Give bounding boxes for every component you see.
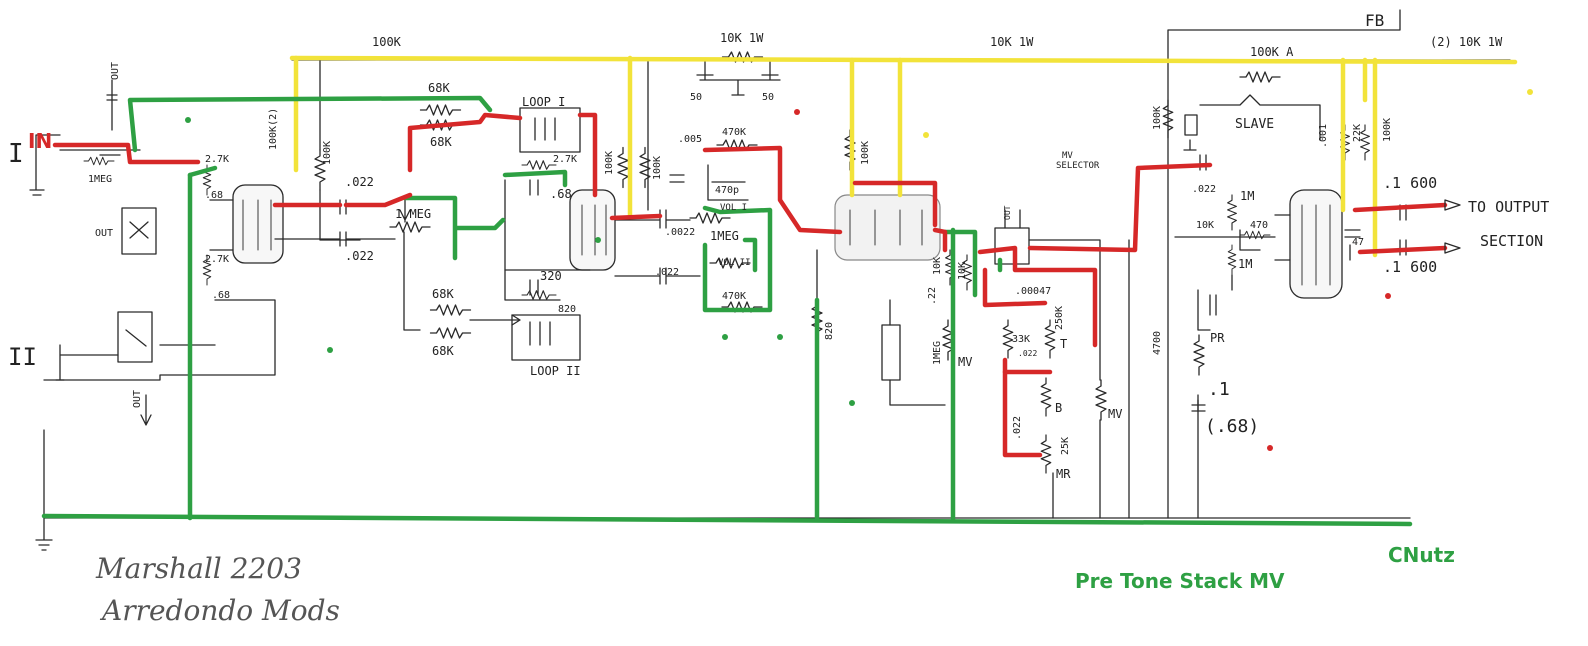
label-470p: 470p (715, 185, 739, 196)
label-0022: .0022 (665, 227, 695, 238)
label-1-600a: .1 600 (1383, 174, 1437, 192)
label-ch2: II (8, 343, 37, 371)
label-68k-b: 68K (430, 135, 452, 149)
label-100k-e: 100K (860, 141, 871, 165)
label-47: 47 (1352, 237, 1364, 248)
label-820: 820 (558, 304, 576, 315)
label-out-a: OUT (110, 62, 121, 80)
label-mv-selector-1: MV (1062, 151, 1073, 161)
label-005: .005 (678, 134, 702, 145)
label-mr: MR (1056, 467, 1071, 481)
label-pr: PR (1210, 331, 1225, 345)
label-ch1: I (8, 139, 24, 169)
label-1meg-b: 1MEG (710, 229, 739, 243)
label-022-f: .022 (1192, 184, 1216, 195)
label-out-c: OUT (132, 390, 143, 408)
label-out-b: OUT (95, 228, 113, 239)
label-2-7k-a: 2.7K (205, 154, 229, 165)
label-10k1w-b: 10K 1W (990, 35, 1034, 49)
label-68k-a: 68K (428, 81, 450, 95)
label-100k-f: 100K (1152, 106, 1163, 130)
label-slave: SLAVE (1235, 117, 1274, 132)
label-10k-a: 10K (932, 257, 943, 275)
label-vol2: VOL II (718, 258, 751, 268)
label-1-600b: .1 600 (1383, 258, 1437, 276)
label-mv-selector-2: SELECTOR (1056, 161, 1100, 171)
label-2-7k-b: 2.7K (205, 254, 229, 265)
label-1meg-pot: 1 MEG (395, 207, 431, 221)
label-100k2: 100K(2) (268, 108, 279, 150)
label-022-e: .022 (1012, 416, 1023, 440)
label-to-output-2: SECTION (1480, 232, 1543, 250)
tone-stack-label: Pre Tone Stack MV (1075, 569, 1285, 593)
label-820-b: 820 (824, 322, 835, 340)
label-10k1w-a: 10K 1W (720, 31, 764, 45)
label-68k-c: 68K (432, 287, 454, 301)
label-vol1: VOL I (720, 203, 747, 213)
label-to-output-1: TO OUTPUT (1468, 198, 1549, 216)
label-10k1w-c: (2) 10K 1W (1430, 35, 1503, 49)
label-loop1: LOOP I (522, 95, 565, 109)
label-250k: 250K (1054, 306, 1065, 330)
label-22: .22 (927, 287, 938, 305)
label-001: .001 (1318, 124, 1329, 148)
green-wires (41, 95, 1413, 527)
label-68-b: .68 (212, 290, 230, 301)
label-022-c: .022 (655, 267, 679, 278)
marker-dots (185, 89, 1533, 451)
label-mv-b: MV (1108, 407, 1122, 421)
label-10k-c: 10K (1196, 220, 1214, 231)
label-2-7k-c: 2.7K (553, 154, 577, 165)
yellow-wires (289, 55, 1518, 258)
label-320: 320 (540, 269, 562, 283)
title-line-2: Arredondo Mods (99, 594, 340, 627)
label-00047: .00047 (1015, 286, 1051, 297)
label-68-par: (.68) (1205, 416, 1259, 437)
label-100k-d: 100K (652, 156, 663, 180)
schematic-labels: 100K 10K 1W 10K 1W (2) 10K 1W FB 100K A … (8, 11, 1549, 481)
title-line-1: Marshall 2203 (95, 552, 302, 585)
label-100k-c: 100K (604, 151, 615, 175)
label-50a: 50 (690, 92, 702, 103)
label-25k: 25K (1060, 437, 1071, 455)
label-68k-d: 68K (432, 344, 454, 358)
label-100k: 100K (372, 35, 402, 49)
label-100k-b: 100K (322, 141, 333, 165)
label-mv-a: MV (958, 355, 972, 369)
label-t: T (1060, 337, 1067, 351)
output-arrows (1444, 199, 1461, 254)
label-022-a: .022 (345, 175, 374, 189)
input-label: IN (28, 129, 52, 153)
label-022-d: .022 (1018, 349, 1037, 358)
label-22k: 22K (1352, 124, 1363, 142)
label-470: 470 (1250, 220, 1268, 231)
label-33k: 33K (1012, 334, 1030, 345)
label-470k-b: 470K (722, 291, 746, 302)
label-100ka: 100K A (1250, 45, 1294, 59)
label-loop2: LOOP II (530, 364, 581, 378)
label-b: B (1055, 401, 1062, 415)
author-label: CNutz (1388, 543, 1455, 567)
label-10k-b: 10K (957, 262, 968, 280)
label-out-small: OUT (1003, 205, 1012, 220)
label-1meg-mv: 1MEG (932, 341, 943, 365)
label-50b: 50 (762, 92, 774, 103)
label-c1: .1 (1208, 379, 1230, 400)
label-1meg-input: 1MEG (88, 174, 112, 185)
label-4700: 4700 (1152, 331, 1163, 355)
label-68-a: .68 (205, 190, 223, 201)
label-fb: FB (1365, 11, 1384, 30)
label-470k-a: 470K (722, 127, 746, 138)
red-wires (52, 112, 1448, 458)
label-022-b: .022 (345, 249, 374, 263)
label-1m-b: 1M (1238, 257, 1252, 271)
label-1m-a: 1M (1240, 189, 1254, 203)
label-68-c: .68 (550, 187, 572, 201)
label-100k-g: 100K (1382, 118, 1393, 142)
